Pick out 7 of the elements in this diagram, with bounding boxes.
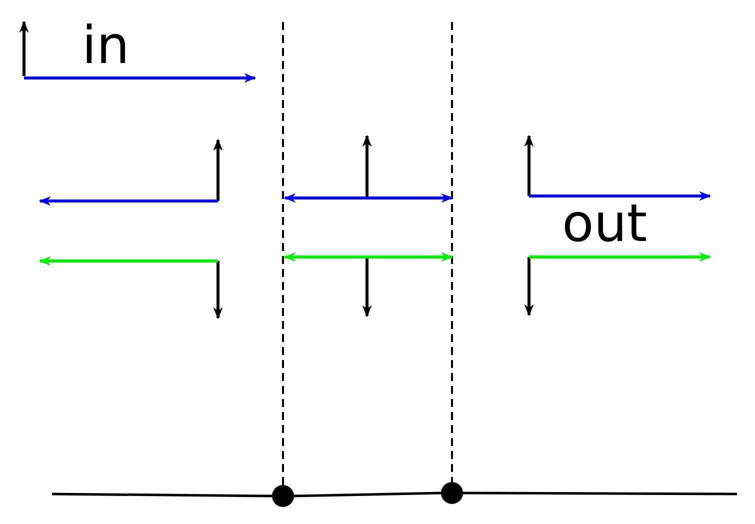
region-label: in [82,20,130,72]
region-label: out [562,198,648,250]
line [294,492,442,498]
junction-dot [272,485,294,507]
junction-dot [441,482,463,504]
line [463,492,737,496]
line [52,492,272,498]
